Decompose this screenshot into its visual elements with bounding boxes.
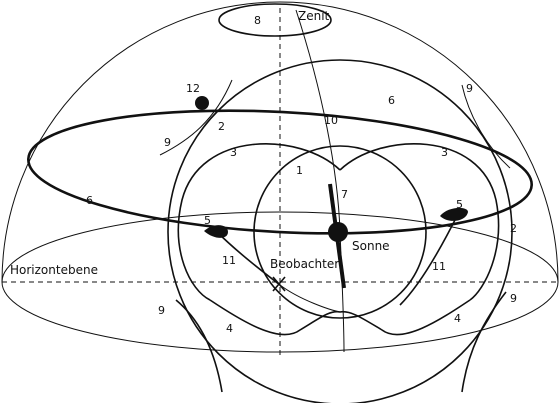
num-2-right: 2 [510,222,517,235]
curve-nine-bottom-right [461,291,507,393]
label-zenith: Zenit [298,9,330,23]
num-10: 10 [324,114,338,127]
label-observer: Beobachter [270,257,339,271]
num-4-right: 4 [454,312,461,325]
circle-one [253,145,427,319]
num-3-left: 3 [230,146,237,159]
num-3-right: 3 [441,146,448,159]
orbit-ellipse [27,109,533,235]
num-6-left: 6 [86,194,93,207]
num-9-bottom-left: 9 [158,304,165,317]
leaf-marker-right [440,207,468,221]
loop-upper-left [177,143,341,301]
observer-cross [272,276,286,292]
num-11-left: 11 [222,254,236,267]
curve-eleven-left-lower [279,284,341,313]
sun-dot [328,222,348,242]
num-7: 7 [341,188,348,201]
num-5-right: 5 [456,198,463,211]
solar-sphere-outer [167,59,513,403]
label-sun: Sonne [352,239,390,253]
curve-nine-top-left [159,79,233,156]
curve-nine-bottom-left [175,299,223,393]
num-1: 1 [296,164,303,177]
num-9-bottom-right: 9 [510,292,517,305]
num-12: 12 [186,82,200,95]
zenith-ellipse [218,3,332,37]
planet-dot [195,96,209,110]
leaf-marker-left [204,225,228,238]
num-11-right: 11 [432,260,446,273]
num-9-top-left: 9 [164,136,171,149]
num-9-top-right: 9 [466,82,473,95]
label-horizon-plane: Horizontebene [10,263,98,277]
num-6-right: 6 [388,94,395,107]
loop-upper-right [339,143,500,301]
celestial-hemisphere [1,1,559,283]
curve-eleven-right [399,213,459,306]
num-5-left: 5 [204,214,211,227]
curve-nine-top-right [461,84,511,169]
num-4-left: 4 [226,322,233,335]
num-2-left: 2 [218,120,225,133]
num-8: 8 [254,14,261,27]
